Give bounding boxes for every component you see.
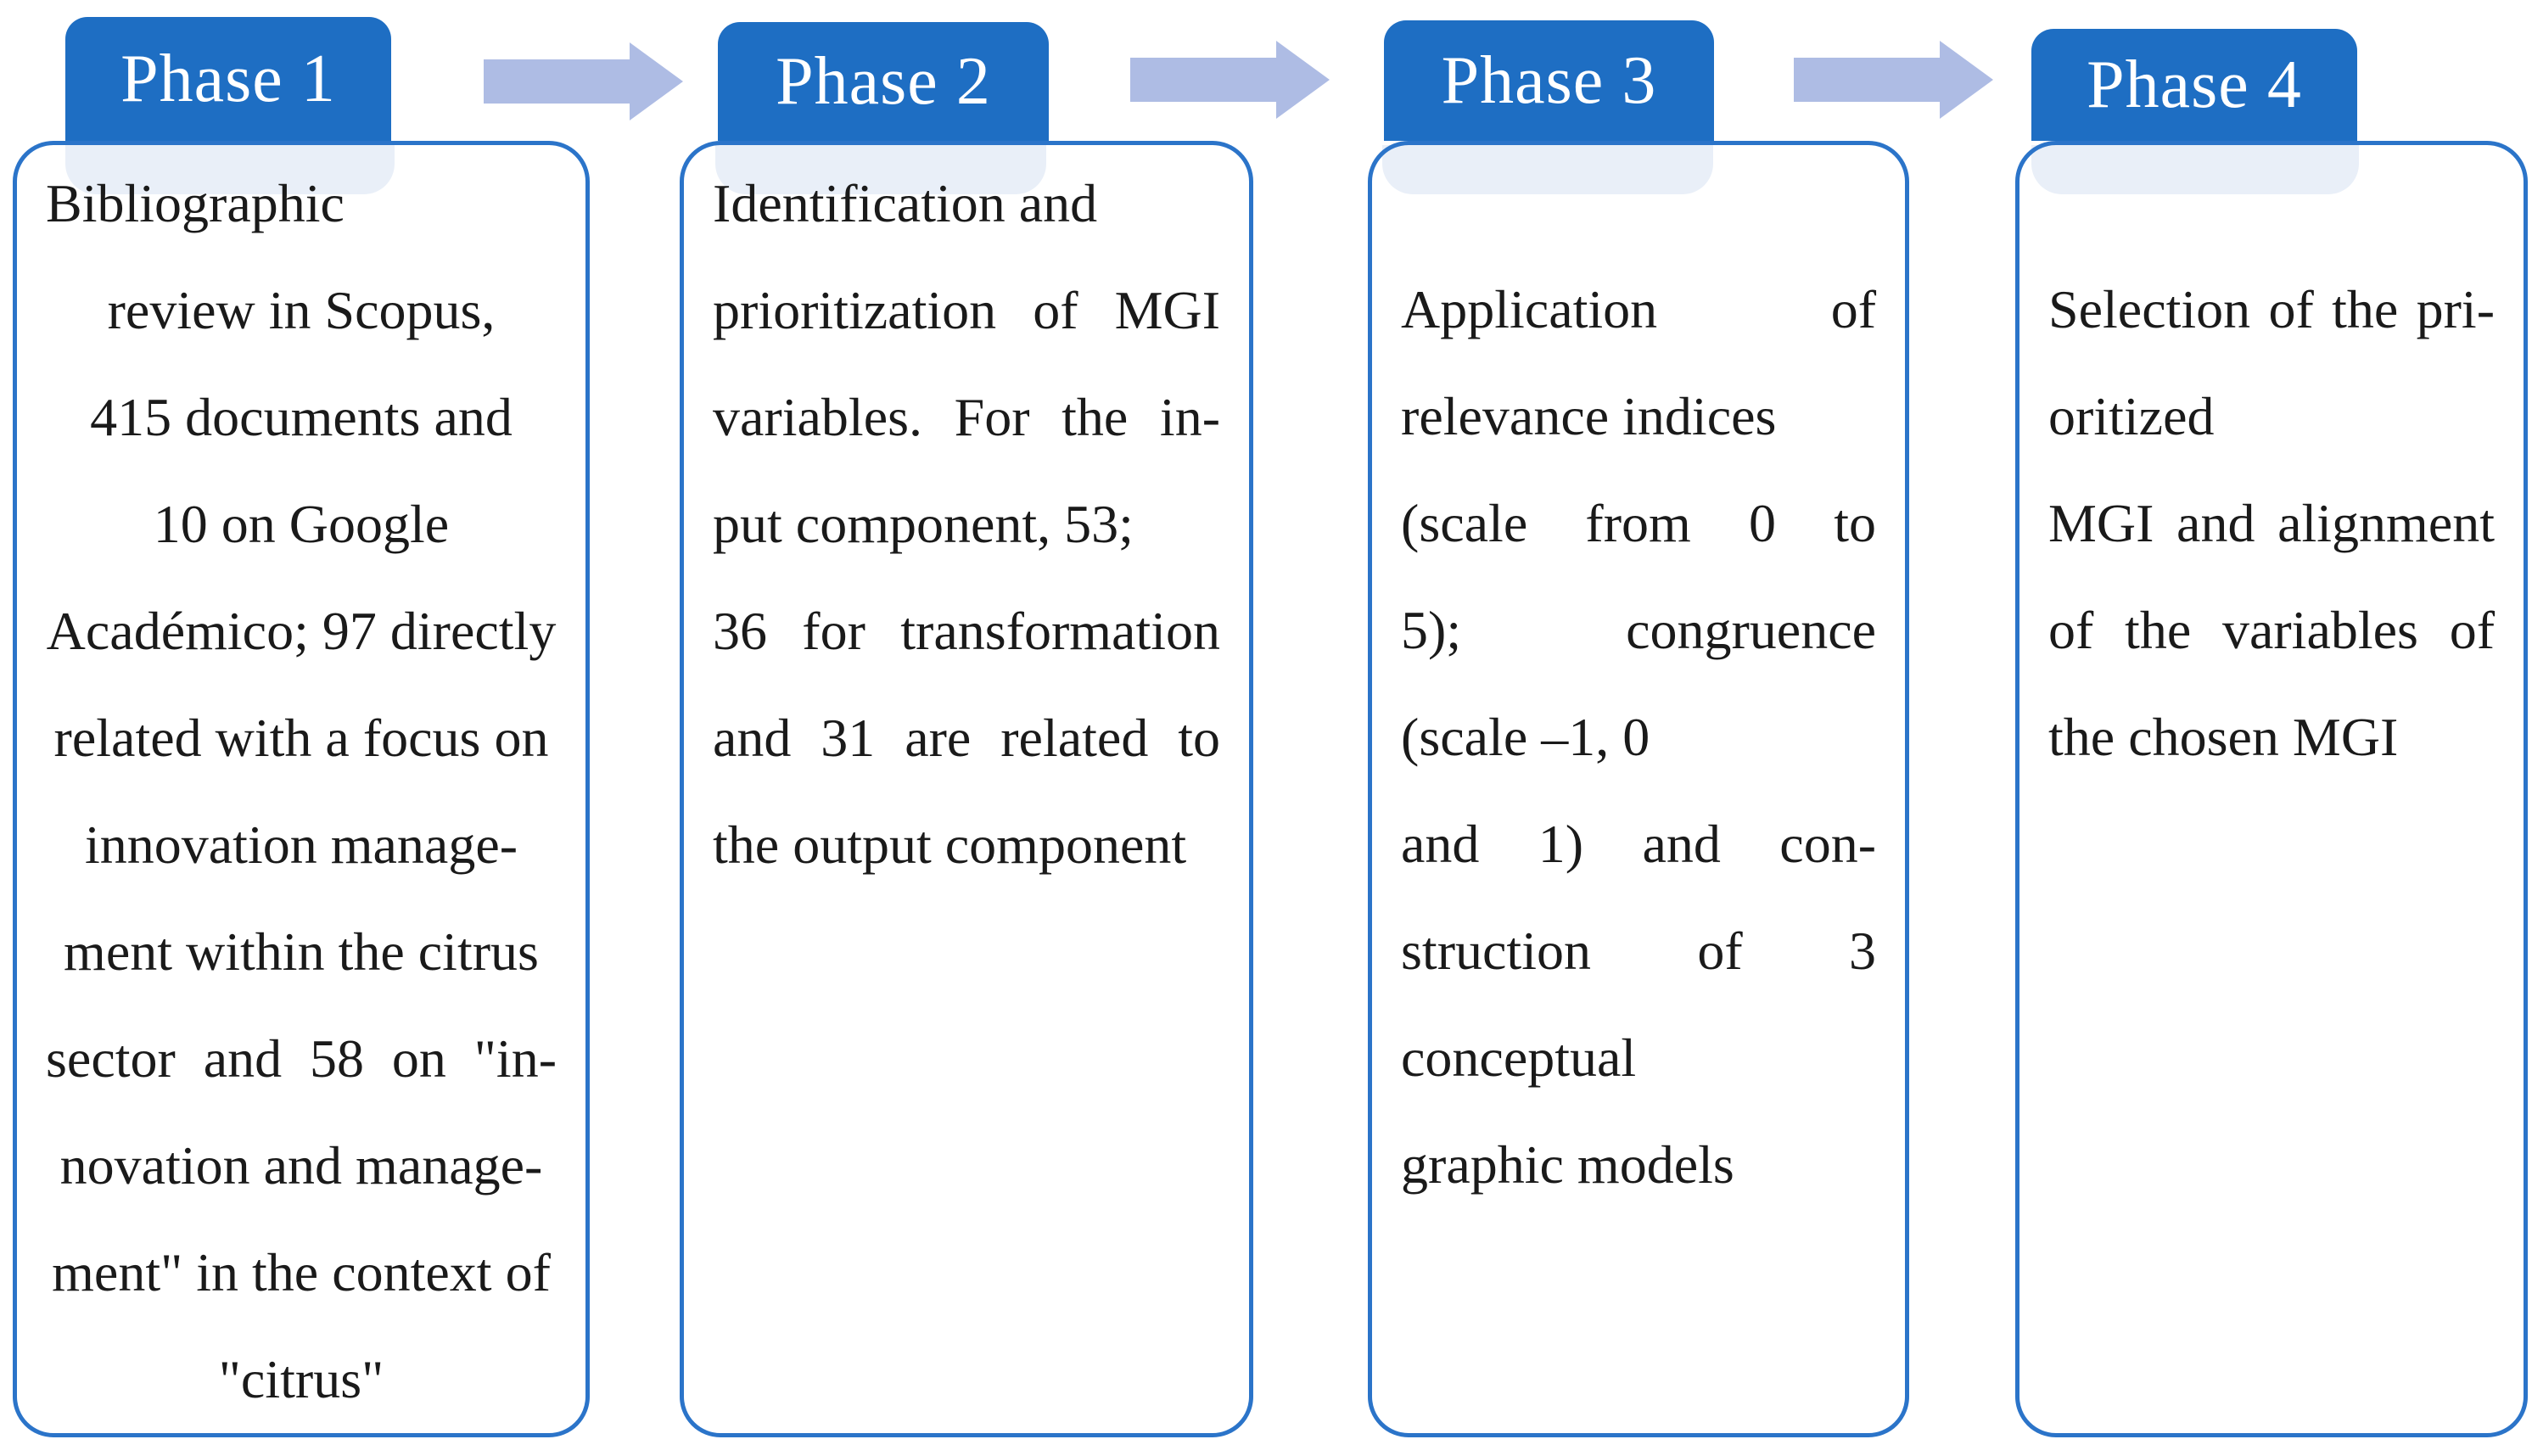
text-line: and 31 are related to [713,708,1220,768]
text-line: "citrus" [218,1349,384,1409]
phase-2-box: Identification and prioritization of MGI… [680,141,1253,1437]
phase-1-header-ghost [65,145,395,194]
text-line: graphic models [1401,1134,1734,1195]
text-line: 5); congruence [1401,600,1876,660]
text-line: 415 documents and [90,387,513,447]
phase-3-header-tab: Phase 3 [1384,20,1714,141]
text-line: 36 for transformation [713,601,1220,661]
text-line: relevance indices [1401,386,1777,446]
arrow-right-icon [484,42,683,120]
phase-2-label: Phase 2 [776,43,991,119]
phase-4-label: Phase 4 [2087,47,2302,122]
phase-3-label: Phase 3 [1441,42,1657,118]
phase-1-header-tab: Phase 1 [65,17,391,141]
phase-4-box: Selection of the pri- oritized MGI and a… [2015,141,2528,1437]
text-line: review in Scopus, [107,280,496,340]
text-line: put component, 53; [713,494,1134,554]
text-line: MGI and alignment [2048,493,2495,553]
phase-1-text: Bibliographic review in Scopus, 415 docu… [17,145,585,1433]
text-line: Application of [1401,279,1876,339]
text-line: of the variables of [2048,600,2495,660]
phase-3-text: Application of relevance indices (scale … [1372,145,1905,1218]
arrow-right-icon [1794,41,1993,119]
text-line: struction of 3 [1401,921,1876,981]
text-line: ment" in the context of [52,1242,551,1302]
text-line: the chosen MGI [2048,707,2399,767]
phase-3-box: Application of relevance indices (scale … [1368,141,1909,1437]
phase-1-label: Phase 1 [120,41,336,116]
text-line: prioritization of MGI [713,280,1220,340]
text-line: innovation manage- [84,815,518,875]
text-line: variables. For the in- [713,387,1220,447]
text-line: the output component [713,815,1187,875]
phase-4-text: Selection of the pri- oritized MGI and a… [2019,145,2524,791]
text-line: Selection of the pri- [2048,279,2495,339]
text-line: ment within the citrus [64,921,539,982]
text-line: (scale from 0 to [1401,493,1876,553]
text-line: (scale –1, 0 [1401,707,1650,767]
phase-4-header-ghost [2031,145,2359,194]
text-line: Identification and [713,173,1098,233]
phase-1-box: Bibliographic review in Scopus, 415 docu… [13,141,590,1437]
text-line: novation and manage- [59,1135,543,1196]
phase-2-header-tab: Phase 2 [718,22,1049,141]
text-line: Bibliographic [46,173,345,233]
text-line: related with a focus on [53,708,549,768]
text-line: sector and 58 on "in- [46,1028,557,1089]
phase-2-header-ghost [715,145,1046,194]
phase-2-text: Identification and prioritization of MGI… [684,145,1249,899]
text-line: conceptual [1401,1028,1637,1088]
text-line: oritized [2048,386,2215,446]
text-line: and 1) and con- [1401,814,1876,874]
text-line: Académico; 97 directly [46,601,557,661]
phase-3-header-ghost [1382,145,1713,194]
arrow-right-icon [1130,41,1330,119]
phase-4-header-tab: Phase 4 [2031,29,2357,141]
text-line: 10 on Google [153,494,450,554]
